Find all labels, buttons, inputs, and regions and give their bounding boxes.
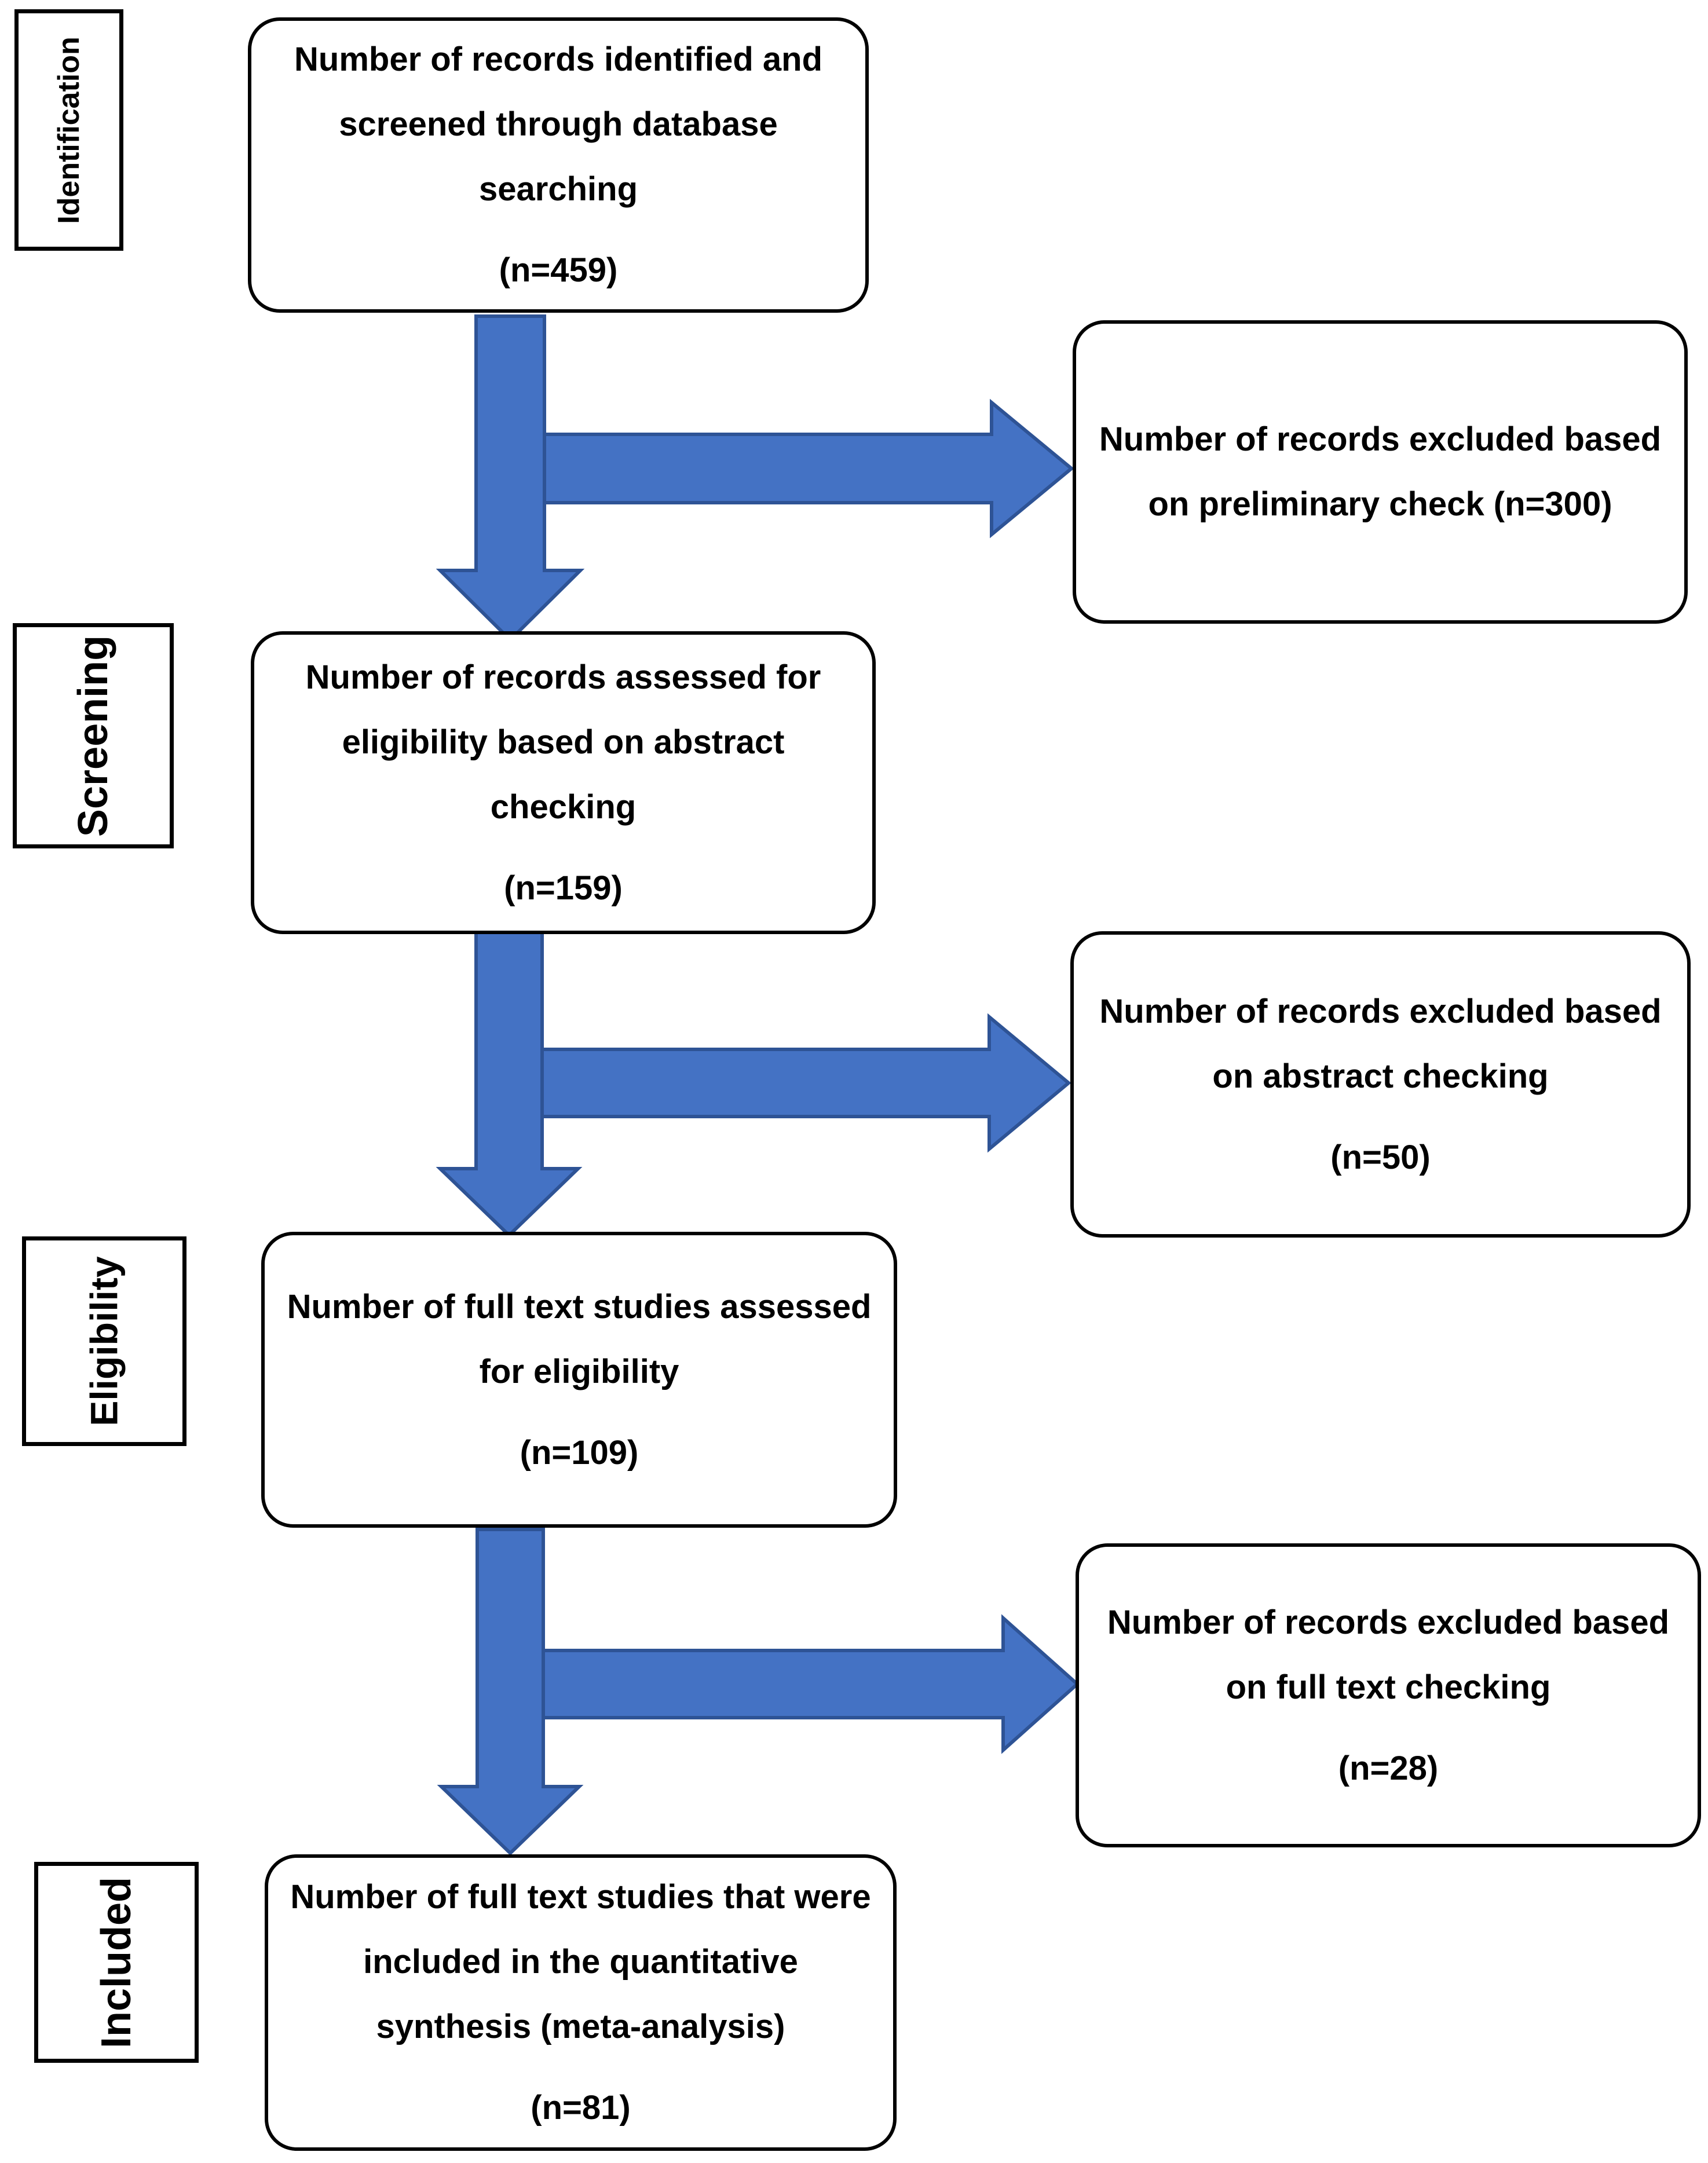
- arrow-right-exclusion-3: [531, 1614, 1080, 1754]
- stage-label-text: Identification: [52, 36, 86, 224]
- box-text-line: on full text checking: [1226, 1668, 1551, 1706]
- box-text-line: Number of records excluded based: [1099, 992, 1662, 1030]
- box-count: (n=81): [531, 2089, 631, 2127]
- box-text-line: on preliminary check (n=300): [1148, 485, 1612, 523]
- box-text-line: Number of records identified and: [294, 41, 822, 78]
- box-text-line: eligibility based on abstract: [342, 723, 785, 761]
- arrow-right-exclusion-1: [531, 398, 1074, 539]
- box-count: (n=109): [520, 1433, 639, 1472]
- stage-label-text: Eligibility: [83, 1256, 126, 1426]
- box-text-line: screened through database: [339, 105, 778, 143]
- box-text-line: included in the quantitative: [363, 1943, 798, 1981]
- box-included-meta-analysis: Number of full text studies that were in…: [265, 1854, 897, 2151]
- box-text-line: Number of records excluded based: [1107, 1603, 1670, 1641]
- box-excluded-fulltext: Number of records excluded based on full…: [1076, 1543, 1701, 1847]
- box-text-line: checking: [490, 788, 637, 826]
- box-text-line: Number of full text studies assessed: [287, 1287, 872, 1326]
- box-text-line: Number of records assessed for: [305, 658, 821, 696]
- box-excluded-abstract: Number of records excluded based on abst…: [1070, 931, 1691, 1238]
- box-text-line: synthesis (meta-analysis): [376, 2008, 785, 2045]
- stage-label-eligibility: Eligibility: [22, 1236, 186, 1446]
- box-count: (n=459): [499, 251, 618, 289]
- stage-label-text: Included: [93, 1876, 140, 2048]
- box-text-line: on abstract checking: [1212, 1057, 1549, 1095]
- arrow-down-1: [436, 314, 585, 643]
- box-count: (n=159): [504, 869, 623, 907]
- stage-label-identification: Identification: [14, 9, 123, 251]
- stage-label-included: Included: [34, 1862, 199, 2063]
- arrow-right-exclusion-2: [531, 1013, 1071, 1153]
- arrow-down-3: [437, 1528, 584, 1856]
- box-text-line: Number of full text studies that were: [290, 1878, 871, 1916]
- stage-label-text: Screening: [70, 635, 116, 837]
- box-text-line: for eligibility: [479, 1352, 679, 1390]
- box-records-identified: Number of records identified and screene…: [248, 17, 869, 313]
- box-text-line: Number of records excluded based: [1099, 420, 1662, 458]
- box-fulltext-assessed: Number of full text studies assessed for…: [261, 1232, 897, 1528]
- box-count: (n=50): [1330, 1138, 1431, 1176]
- stage-label-screening: Screening: [13, 623, 174, 848]
- box-excluded-preliminary: Number of records excluded based on prel…: [1073, 320, 1688, 624]
- box-records-assessed-abstract: Number of records assessed for eligibili…: [251, 631, 876, 934]
- box-count: (n=28): [1338, 1749, 1439, 1787]
- arrow-down-2: [436, 925, 583, 1238]
- box-text-line: searching: [479, 170, 638, 208]
